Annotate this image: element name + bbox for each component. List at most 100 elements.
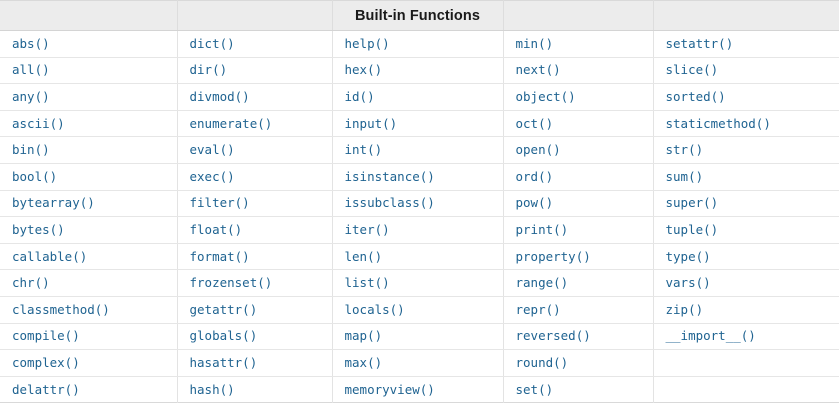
builtin-function-link[interactable]: eval() (189, 142, 235, 158)
table-cell: chr() (0, 269, 178, 297)
builtin-function-link[interactable]: staticmethod() (665, 115, 771, 131)
table-row: all() dir() hex() next() slice() (0, 57, 839, 85)
builtin-function-link[interactable]: enumerate() (189, 115, 273, 131)
table-cell: set() (503, 376, 654, 403)
table-cell: getattr() (177, 296, 333, 324)
table-cell: exec() (177, 163, 333, 191)
table-row: abs() dict() help() min() setattr() (0, 30, 839, 58)
table-cell: sorted() (653, 83, 839, 111)
builtin-function-link[interactable]: range() (515, 275, 569, 291)
builtin-function-link[interactable]: print() (515, 221, 569, 237)
builtin-function-link[interactable]: ascii() (12, 115, 65, 131)
table-row: compile() globals() map() reversed() __impor… (0, 323, 839, 351)
table-cell: setattr() (653, 30, 839, 58)
builtin-function-link[interactable]: repr() (515, 301, 561, 317)
table-cell: issubclass() (332, 190, 504, 218)
builtin-function-link[interactable]: int() (344, 142, 383, 158)
table-cell: open() (503, 136, 654, 164)
table-cell: repr() (503, 296, 654, 324)
table-cell (653, 376, 839, 403)
table-cell: zip() (653, 296, 839, 324)
builtin-function-link[interactable]: pow() (515, 195, 554, 211)
builtin-function-link[interactable]: frozenset() (189, 275, 273, 291)
table-header: Built-in Functions (0, 0, 839, 31)
table-cell: globals() (177, 323, 333, 351)
builtin-function-link[interactable]: setattr() (665, 35, 734, 51)
builtin-function-link[interactable]: classmethod() (12, 301, 110, 317)
builtin-function-link[interactable]: compile() (12, 328, 80, 344)
builtin-function-link[interactable]: oct() (515, 115, 554, 131)
builtin-function-link[interactable]: max() (344, 354, 383, 370)
builtin-function-link[interactable]: any() (12, 88, 50, 104)
builtin-function-link[interactable]: reversed() (515, 328, 591, 344)
builtin-function-link[interactable]: id() (344, 88, 375, 104)
builtin-function-link[interactable]: sum() (665, 168, 704, 184)
builtin-function-link[interactable]: exec() (189, 168, 235, 184)
builtin-function-link[interactable]: super() (665, 195, 719, 211)
builtin-function-link[interactable]: hex() (344, 62, 383, 78)
table-cell: bool() (0, 163, 178, 191)
builtin-function-link[interactable]: bin() (12, 142, 50, 158)
builtin-function-link[interactable]: all() (12, 62, 50, 78)
table-cell: len() (332, 243, 504, 271)
builtin-function-link[interactable]: min() (515, 35, 554, 51)
builtin-function-link[interactable]: zip() (665, 301, 704, 317)
builtin-function-link[interactable]: dict() (189, 35, 235, 51)
table-row: bin() eval() int() open() str() (0, 136, 839, 164)
builtin-function-link[interactable]: slice() (665, 62, 719, 78)
builtin-function-link[interactable]: complex() (12, 354, 80, 370)
table-cell: bin() (0, 136, 178, 164)
builtin-function-link[interactable]: float() (189, 221, 243, 237)
builtin-function-link[interactable]: next() (515, 62, 561, 78)
builtin-function-link[interactable]: map() (344, 328, 383, 344)
builtin-function-link[interactable]: bool() (12, 168, 58, 184)
builtin-function-link[interactable]: getattr() (189, 301, 258, 317)
table-row: delattr() hash() memoryview() set() (0, 376, 839, 403)
table-header-blank-5 (653, 0, 839, 31)
builtin-function-link[interactable]: set() (515, 381, 554, 397)
builtin-function-link[interactable]: dir() (189, 62, 228, 78)
builtin-function-link[interactable]: abs() (12, 35, 50, 51)
table-cell: dict() (177, 30, 333, 58)
table-cell: next() (503, 57, 654, 85)
table-row: chr() frozenset() list() range() vars() (0, 269, 839, 297)
table-cell: bytearray() (0, 190, 178, 218)
builtin-function-link[interactable]: tuple() (665, 221, 719, 237)
builtin-function-link[interactable]: object() (515, 88, 576, 104)
builtin-function-link[interactable]: issubclass() (344, 195, 435, 211)
builtin-function-link[interactable]: ord() (515, 168, 554, 184)
builtin-function-link[interactable]: globals() (189, 328, 258, 344)
table-cell: format() (177, 243, 333, 271)
table-cell: complex() (0, 349, 178, 377)
builtin-function-link[interactable]: vars() (665, 275, 711, 291)
builtin-function-link[interactable]: property() (515, 248, 591, 264)
table-cell: bytes() (0, 216, 178, 244)
builtin-function-link[interactable]: locals() (344, 301, 405, 317)
builtin-function-link[interactable]: input() (344, 115, 398, 131)
builtin-function-link[interactable]: open() (515, 142, 561, 158)
builtin-function-link[interactable]: len() (344, 248, 383, 264)
builtin-function-link[interactable]: format() (189, 248, 250, 264)
builtin-function-link[interactable]: str() (665, 142, 704, 158)
builtin-function-link[interactable]: delattr() (12, 381, 80, 397)
builtin-function-link[interactable]: __import__() (665, 328, 756, 344)
builtin-function-link[interactable]: isinstance() (344, 168, 435, 184)
builtin-function-link[interactable]: iter() (344, 221, 390, 237)
builtin-function-link[interactable]: list() (344, 275, 390, 291)
builtin-function-link[interactable]: filter() (189, 195, 250, 211)
builtin-function-link[interactable]: chr() (12, 275, 50, 291)
builtin-function-link[interactable]: memoryview() (344, 381, 435, 397)
builtin-function-link[interactable]: hasattr() (189, 354, 258, 370)
builtin-function-link[interactable]: sorted() (665, 88, 726, 104)
builtin-function-link[interactable]: hash() (189, 381, 235, 397)
builtin-function-link[interactable]: round() (515, 354, 569, 370)
builtin-function-link[interactable]: type() (665, 248, 711, 264)
builtin-function-link[interactable]: bytearray() (12, 195, 95, 211)
builtin-function-link[interactable]: help() (344, 35, 390, 51)
builtin-function-link[interactable]: callable() (12, 248, 88, 264)
builtin-function-link[interactable]: divmod() (189, 88, 250, 104)
table-cell: vars() (653, 269, 839, 297)
table-cell: str() (653, 136, 839, 164)
table-cell: type() (653, 243, 839, 271)
builtin-function-link[interactable]: bytes() (12, 221, 65, 237)
